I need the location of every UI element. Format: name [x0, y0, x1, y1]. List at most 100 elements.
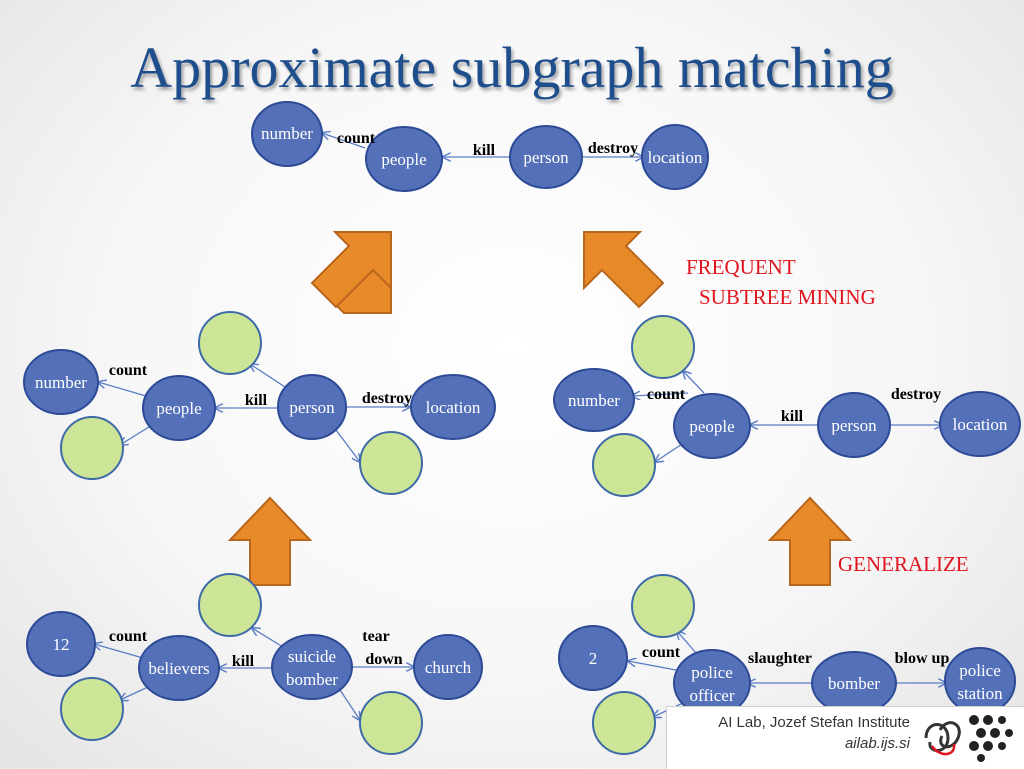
bl-node-12-label: 12	[53, 635, 70, 654]
br-node-police2-label: police	[959, 661, 1001, 680]
top-node-number-label: number	[261, 124, 313, 143]
edge-br-green1	[677, 631, 697, 654]
br-edge-slaughter-label: slaughter	[748, 650, 812, 667]
arrow-diag-right	[583, 231, 665, 309]
br-node-green-top	[631, 574, 695, 638]
mr-node-green-bottom	[592, 433, 656, 497]
mr-node-people	[673, 393, 751, 459]
mr-node-people-label: people	[689, 417, 734, 436]
ml-edge-destroy-label: destroy	[362, 390, 412, 407]
br-edge-count-label: count	[642, 644, 681, 661]
mr-node-location-label: location	[953, 415, 1008, 434]
footer-box	[666, 706, 1024, 769]
top-graph: number people person location count kill…	[251, 101, 709, 192]
ailab-logo-icon	[924, 715, 1013, 762]
bottom-right-graph: 2 police officer bomber police station c…	[558, 574, 1016, 755]
mr-node-number	[553, 368, 635, 432]
edge-bl-green1	[120, 685, 151, 700]
bl-node-believers	[138, 635, 220, 701]
generalize-label: GENERALIZE	[838, 552, 969, 576]
mr-edge-kill-label: kill	[781, 408, 804, 425]
edge-ml-green1	[120, 424, 153, 445]
edge-ml-green2	[250, 364, 286, 388]
ml-node-green-right	[359, 431, 423, 495]
mr-node-number-label: number	[568, 391, 620, 410]
step-arrow-upleft-right-shape	[583, 231, 665, 309]
top-node-location	[641, 124, 709, 190]
bl-edge-kill-label: kill	[232, 653, 255, 670]
top-edge-count-label: count	[337, 130, 376, 147]
arrow-diag-left	[310, 231, 392, 309]
edge-mr-count	[632, 393, 689, 396]
bottom-left-graph: 12 believers suicide bomber church count…	[26, 573, 483, 755]
slide-title: Approximate subgraph matching	[130, 35, 894, 100]
edge-mr-green1	[683, 371, 705, 394]
bl-node-believers-label: believers	[148, 659, 209, 678]
bl-node-green-left	[60, 677, 124, 741]
top-node-people	[365, 126, 443, 192]
top-edge-destroy-label: destroy	[588, 140, 638, 157]
bl-node-suicide-label: suicide	[288, 647, 336, 666]
br-node-2	[558, 625, 628, 691]
top-edge-kill-label: kill	[473, 142, 496, 159]
br-node-police-label: police	[691, 663, 733, 682]
ml-node-number	[23, 349, 99, 415]
ml-node-people-label: people	[156, 399, 201, 418]
ml-edge-count-label: count	[109, 362, 148, 379]
edge-br-count	[628, 661, 677, 671]
br-node-officer-label: officer	[690, 686, 735, 705]
edge-ml-count	[98, 382, 147, 397]
ml-node-green-top	[198, 311, 262, 375]
bl-node-12	[26, 611, 96, 677]
edge-bl-green2	[252, 628, 284, 648]
mr-edge-count-label: count	[647, 386, 686, 403]
bl-node-church	[413, 634, 483, 700]
bl-node-green-top	[198, 573, 262, 637]
top-node-person-label: person	[523, 148, 569, 167]
ml-node-person	[277, 374, 347, 440]
br-node-station-label: station	[957, 684, 1003, 703]
mr-edge-destroy-label: destroy	[891, 386, 941, 403]
bl-edge-tear-label: tear	[362, 628, 390, 645]
top-node-person	[509, 125, 583, 189]
br-node-police-station	[944, 647, 1016, 715]
edge-ml-green3	[335, 429, 360, 462]
mr-node-location	[939, 391, 1021, 457]
mid-left-graph: number people person location count kill…	[23, 311, 496, 495]
edge-bl-count	[94, 644, 144, 659]
footer-url: ailab.ijs.si	[844, 735, 910, 752]
ml-node-number-label: number	[35, 373, 87, 392]
top-node-location-label: location	[648, 148, 703, 167]
mid-right-graph: number people person location count kill…	[553, 315, 1021, 497]
step-arrow-upleft-left-shape	[310, 231, 392, 309]
top-node-people-label: people	[381, 150, 426, 169]
edge-top-count	[322, 133, 366, 149]
bl-edge-count-label: count	[109, 628, 148, 645]
step-arrow-up-left	[227, 496, 313, 586]
frequent-label-line1: FREQUENT	[686, 255, 796, 279]
mr-node-person-label: person	[831, 416, 877, 435]
br-node-bomber-label: bomber	[828, 674, 880, 693]
ml-node-location	[410, 374, 496, 440]
bl-node-church-label: church	[425, 658, 472, 677]
footer-institute: AI Lab, Jozef Stefan Institute	[718, 714, 910, 731]
edge-bl-green3	[339, 689, 360, 720]
br-node-green-bottom	[592, 691, 656, 755]
br-node-2-label: 2	[589, 649, 598, 668]
ml-edge-kill-label: kill	[245, 392, 268, 409]
edge-mr-green2	[655, 443, 683, 462]
bl-node-bomber-label: bomber	[286, 670, 338, 689]
step-arrow-up-right	[767, 496, 853, 586]
ml-node-people	[142, 375, 216, 441]
bl-edge-down-label: down	[365, 651, 402, 668]
top-node-number	[251, 101, 323, 167]
mr-node-green-top	[631, 315, 695, 379]
ml-node-person-label: person	[289, 398, 335, 417]
bl-node-suicide-bomber	[271, 634, 353, 700]
ml-node-green-left	[60, 416, 124, 480]
ml-node-location-label: location	[426, 398, 481, 417]
frequent-label-line2: SUBTREE MINING	[699, 285, 876, 309]
br-edge-blowup-label: blow up	[895, 650, 950, 667]
bl-node-green-right	[359, 691, 423, 755]
